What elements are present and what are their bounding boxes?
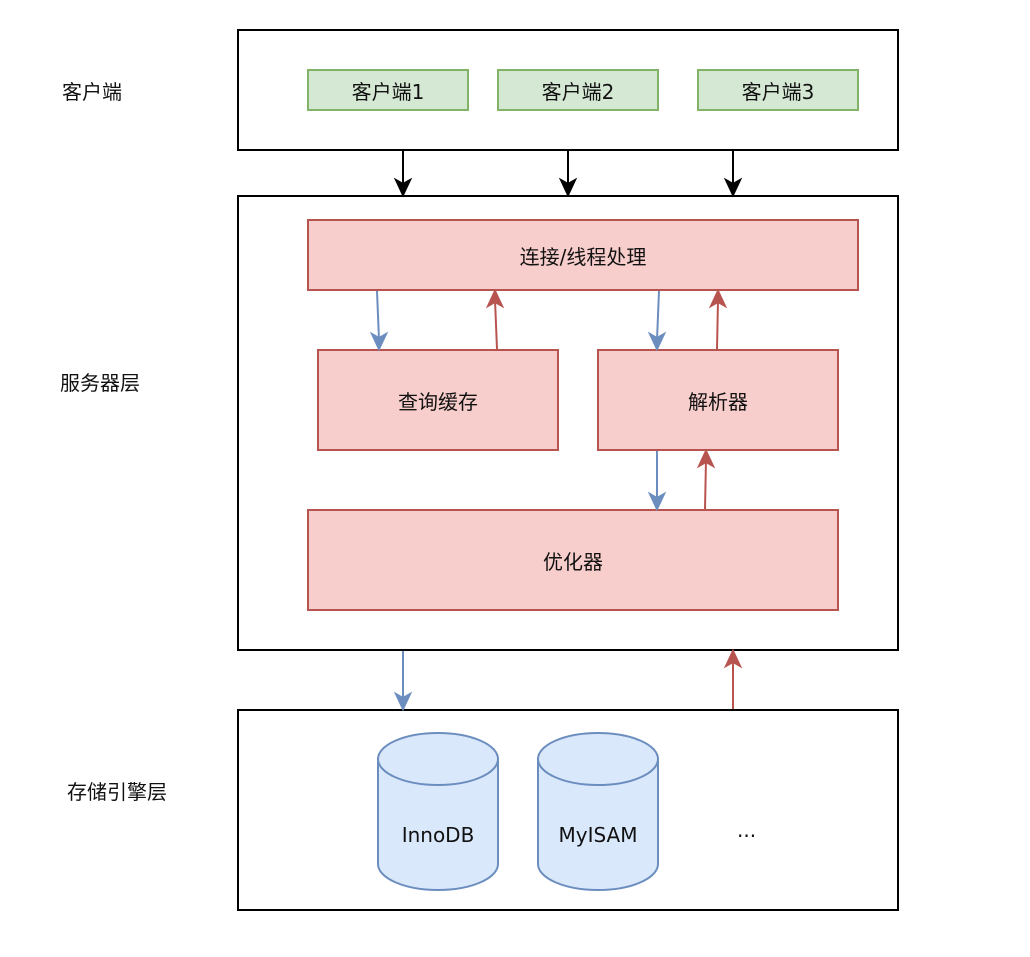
client-node-2: 客户端2: [497, 69, 659, 111]
arrow-parser-to-connection: [708, 288, 728, 350]
layer-label-client: 客户端: [62, 80, 122, 104]
arrow-client3-down: [723, 151, 743, 198]
arrow-parser-to-optimizer: [647, 451, 667, 512]
arrow-storage-to-server: [723, 648, 743, 709]
client-node-1: 客户端1: [307, 69, 469, 111]
layer-label-storage: 存储引擎层: [67, 780, 167, 804]
arrow-optimizer-to-parser: [696, 448, 716, 510]
client-node-3: 客户端3: [697, 69, 859, 111]
db-cylinder-myisam: MyISAM: [537, 732, 659, 891]
request-arrows: [369, 290, 667, 712]
arrow-client2-down: [558, 151, 578, 198]
arrow-server-to-storage: [393, 651, 413, 712]
connection-thread-node: 连接/线程处理: [307, 219, 859, 291]
arrow-connection-to-parser: [647, 290, 667, 352]
db-label-myisam: MyISAM: [559, 823, 638, 847]
layer-label-server: 服务器层: [60, 371, 140, 395]
optimizer-node: 优化器: [307, 509, 839, 611]
parser-node: 解析器: [597, 349, 839, 451]
db-label-innodb: InnoDB: [402, 823, 475, 847]
arrow-client1-down: [393, 151, 413, 198]
arrow-connection-to-cache: [369, 290, 389, 352]
more-engines-ellipsis: ...: [737, 818, 757, 842]
arrow-cache-to-connection: [485, 288, 505, 350]
query-cache-node: 查询缓存: [317, 349, 559, 451]
response-arrows: [485, 288, 743, 709]
db-cylinder-innodb: InnoDB: [377, 732, 499, 891]
client-to-server-arrows: [393, 151, 743, 198]
